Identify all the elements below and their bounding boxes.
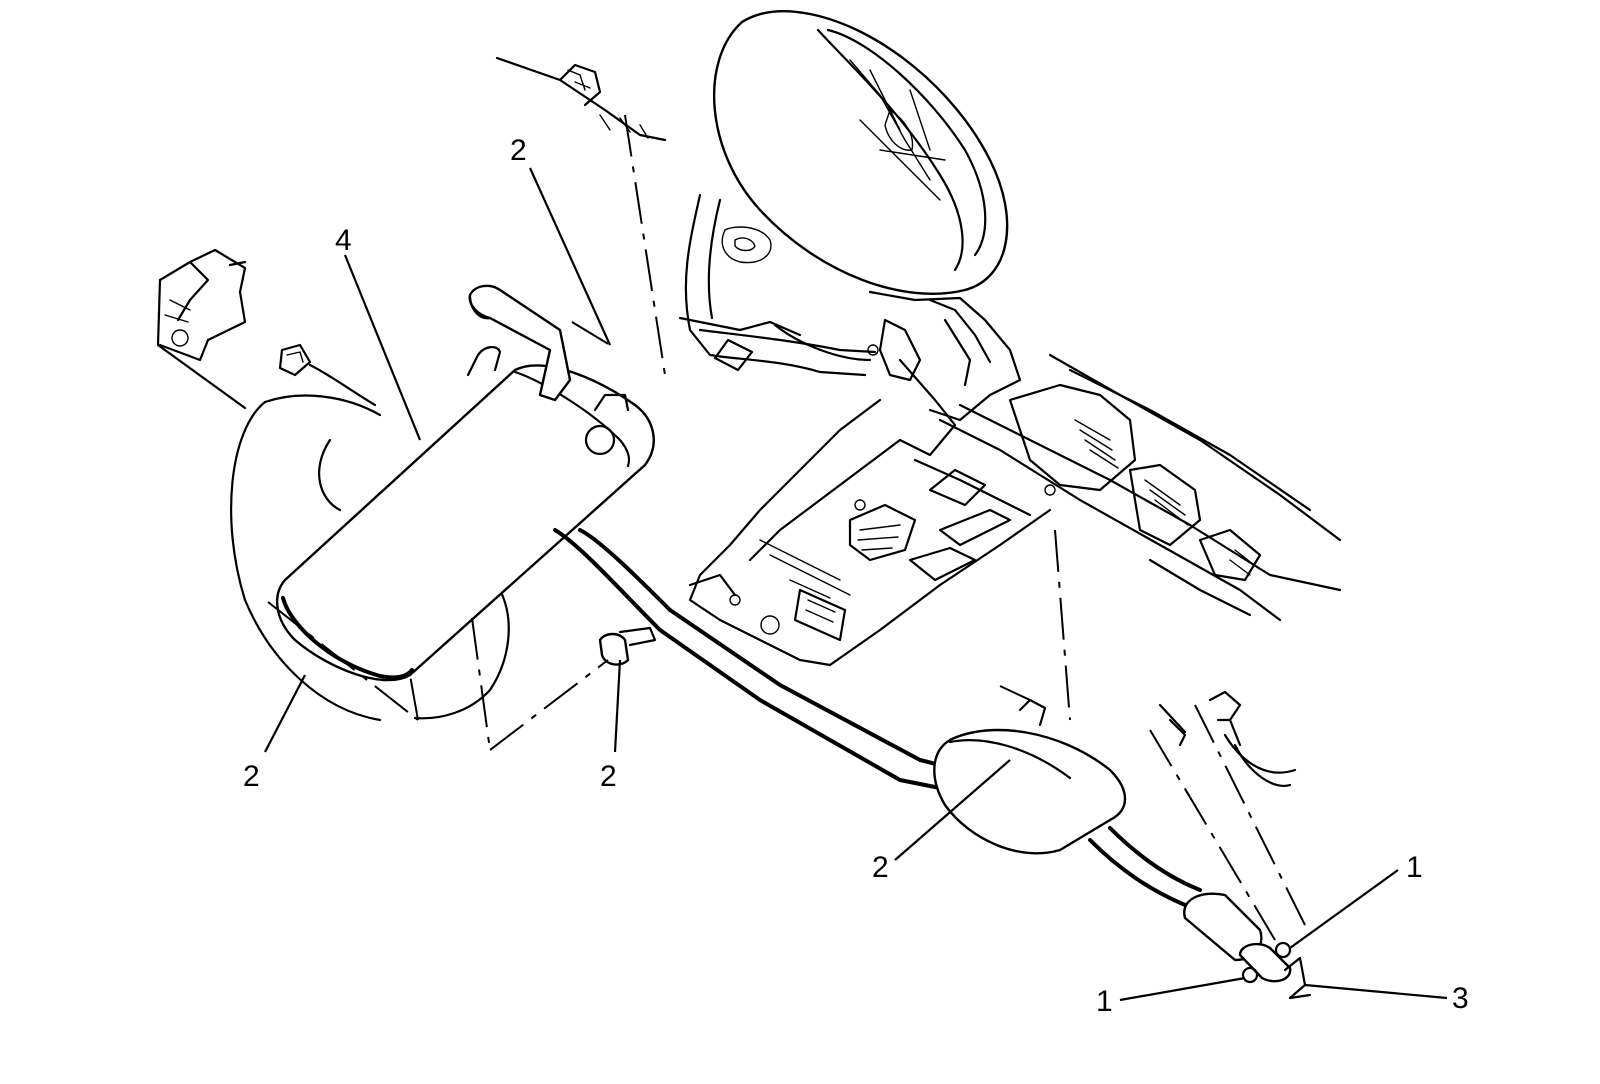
rear-muffler [276, 284, 655, 682]
callout-3-gasket: 3 [1452, 982, 1469, 1015]
upper-hanger-bracket [495, 56, 667, 142]
callout-1-upper-nut: 1 [1406, 851, 1423, 884]
callout-2-rear-hanger: 2 [243, 760, 260, 793]
front-pipe-converter [1088, 826, 1312, 1000]
callout-1-lower-nut: 1 [1096, 985, 1113, 1018]
callout-4: 4 [335, 224, 352, 257]
alignment-lines [267, 114, 1311, 941]
callout-2-upper-hanger: 2 [510, 134, 527, 167]
vehicle-underbody [678, 193, 1342, 667]
front-hanger [1158, 690, 1297, 788]
spare-tire [712, 9, 1009, 295]
leader-lines [264, 167, 1448, 1002]
wiring-connector [278, 343, 377, 407]
front-muffler [933, 698, 1127, 855]
callout-2-front-hanger: 2 [872, 851, 889, 884]
rear-tire [230, 394, 510, 722]
rear-bracket [156, 248, 247, 410]
intermediate-pipe [553, 528, 962, 790]
callout-2-middle-hanger: 2 [600, 760, 617, 793]
